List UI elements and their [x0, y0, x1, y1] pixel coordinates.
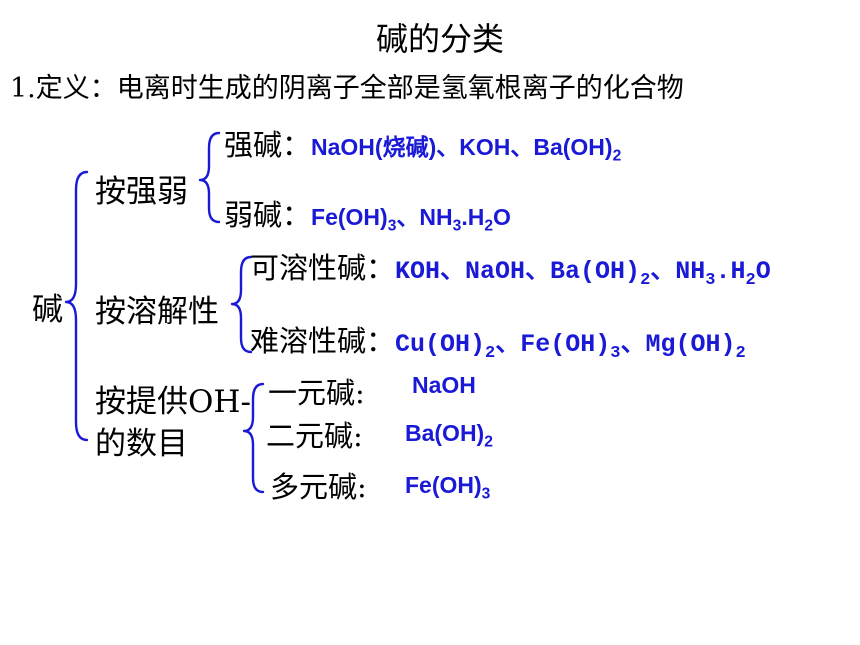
- diacid-base-label: 二元碱:: [266, 419, 363, 453]
- solubility-brace: [230, 255, 253, 354]
- strong-base-label: 强碱：: [224, 128, 312, 162]
- weak-base-row: 弱碱：Fe(OH)3、NH3.H2O: [224, 192, 511, 234]
- monoacid-base-formula: NaOH: [412, 372, 476, 398]
- soluble-base-label: 可溶性碱：: [250, 251, 396, 285]
- oh-count-brace: [242, 382, 265, 494]
- insoluble-base-label: 难溶性碱：: [250, 324, 396, 358]
- strength-category: 按强弱: [95, 174, 188, 210]
- solubility-category: 按溶解性: [95, 294, 219, 330]
- soluble-base-formula: KOH、NaOH、Ba(OH)2、NH3.H2O: [395, 257, 771, 290]
- page-title: 碱的分类: [375, 20, 504, 58]
- soluble-base-row: 可溶性碱：KOH、NaOH、Ba(OH)2、NH3.H2O: [250, 245, 771, 290]
- oh-count-category-line2: 的数目: [95, 426, 188, 462]
- main-brace: [64, 170, 89, 442]
- diacid-base-formula: Ba(OH)2: [405, 420, 493, 451]
- definition-text: 1.定义：电离时生成的阴离子全部是氢氧根离子的化合物: [10, 73, 684, 104]
- strong-base-row: 强碱：NaOH(烧碱)、KOH、Ba(OH)2: [224, 122, 621, 164]
- insoluble-base-row: 难溶性碱：Cu(OH)2、Fe(OH)3、Mg(OH)2: [250, 318, 746, 363]
- monoacid-base-label: 一元碱:: [268, 376, 365, 410]
- strength-brace: [198, 131, 221, 224]
- root-label: 碱: [32, 292, 63, 328]
- weak-base-formula: Fe(OH)3、NH3.H2O: [311, 204, 511, 235]
- oh-count-category-line1: 按提供OH-: [95, 384, 251, 420]
- weak-base-label: 弱碱：: [224, 198, 312, 232]
- strong-base-formula: NaOH(烧碱)、KOH、Ba(OH)2: [311, 134, 622, 165]
- polyacid-base-label: 多元碱:: [270, 470, 367, 504]
- polyacid-base-formula: Fe(OH)3: [405, 472, 491, 503]
- insoluble-base-formula: Cu(OH)2、Fe(OH)3、Mg(OH)2: [395, 330, 746, 363]
